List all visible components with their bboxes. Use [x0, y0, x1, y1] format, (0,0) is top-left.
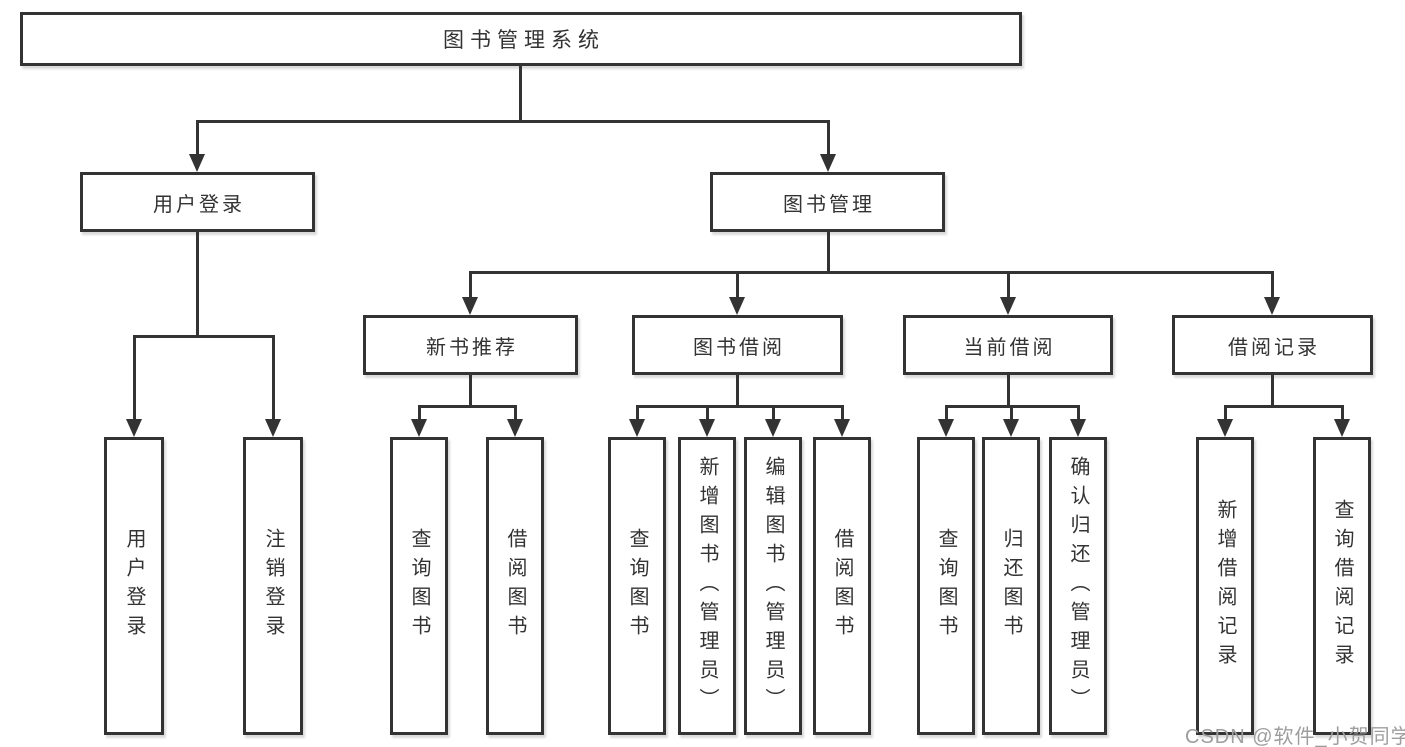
node-label: 当前借阅	[963, 336, 1056, 359]
leaf-label: 新增借阅记录	[1214, 499, 1236, 673]
connector-borrow-stub	[736, 375, 739, 407]
node-label: 借阅记录	[1228, 336, 1320, 359]
arrow-down-icon	[1217, 419, 1233, 437]
arrow-down-icon	[1070, 419, 1086, 437]
arrow-down-icon	[834, 419, 850, 437]
leaf-logout: 注销登录	[243, 437, 303, 735]
arrow-down-icon	[126, 419, 142, 437]
arrow-down-icon	[699, 419, 715, 437]
node-new-book-recommend: 新书推荐	[363, 315, 578, 375]
arrow-down-icon	[411, 419, 427, 437]
connector-drop-leaf	[1341, 405, 1344, 419]
connector-drop-leaf	[1077, 405, 1080, 419]
leaf-borrow-books: 借阅图书	[813, 437, 871, 735]
leaf-label: 借阅图书	[831, 528, 853, 644]
node-user-login: 用户登录	[80, 172, 315, 232]
connector-drop-leaf	[706, 405, 709, 419]
node-current-borrow: 当前借阅	[903, 315, 1113, 375]
connector-root-stub	[519, 65, 522, 121]
node-library-management-system: 图书管理系统	[20, 12, 1022, 66]
connector-drop-records	[1271, 271, 1274, 297]
leaf-label: 借阅图书	[504, 528, 526, 644]
leaf-query-borrow-record: 查询借阅记录	[1313, 437, 1371, 735]
arrow-down-icon	[629, 419, 645, 437]
connector-records-bus	[1224, 405, 1344, 408]
leaf-borrow-books-newrec: 借阅图书	[486, 437, 544, 735]
leaf-label: 查询借阅记录	[1331, 499, 1353, 673]
connector-drop-current	[1007, 271, 1010, 297]
arrow-down-icon	[507, 419, 523, 437]
connector-drop-leaf	[772, 405, 775, 419]
leaf-add-books-admin: 新增图书（管理员）	[678, 437, 736, 735]
node-borrow-records: 借阅记录	[1172, 315, 1373, 375]
connector-drop-book-mgmt	[827, 120, 830, 154]
connector-records-stub	[1271, 375, 1274, 407]
arrow-down-icon	[1000, 297, 1016, 315]
arrow-down-icon	[1264, 297, 1280, 315]
leaf-label: 用户登录	[123, 528, 145, 644]
node-label: 用户登录	[153, 193, 245, 216]
connector-current-stub	[1007, 375, 1010, 407]
connector-book-mgmt-stub	[827, 232, 830, 273]
leaf-user-login: 用户登录	[104, 437, 164, 735]
arrow-down-icon	[462, 297, 478, 315]
connector-drop-borrow	[736, 271, 739, 297]
connector-drop-leaf	[1224, 405, 1227, 419]
leaf-label: 注销登录	[262, 528, 284, 644]
connector-drop-leaf	[636, 405, 639, 419]
leaf-label: 查询图书	[408, 528, 430, 644]
node-book-borrow: 图书借阅	[632, 315, 843, 375]
arrow-down-icon	[265, 419, 281, 437]
connector-drop-leaf	[945, 405, 948, 419]
connector-drop-leaf	[272, 335, 275, 419]
leaf-label: 查询图书	[626, 528, 648, 644]
leaf-confirm-return-admin: 确认归还（管理员）	[1049, 437, 1107, 735]
connector-drop-leaf	[841, 405, 844, 419]
leaf-label: 编辑图书（管理员）	[762, 455, 784, 717]
leaf-add-borrow-record: 新增借阅记录	[1196, 437, 1254, 735]
connector-drop-leaf	[133, 335, 136, 419]
arrow-down-icon	[1003, 419, 1019, 437]
leaf-query-books-borrow: 查询图书	[608, 437, 666, 735]
connector-book-mgmt-bus	[469, 271, 1274, 274]
leaf-query-books-newrec: 查询图书	[390, 437, 448, 735]
connector-drop-leaf	[514, 405, 517, 419]
arrow-down-icon	[938, 419, 954, 437]
arrow-down-icon	[189, 154, 205, 172]
connector-user-login-bus	[133, 335, 275, 338]
connector-new-rec-bus	[418, 405, 517, 408]
leaf-query-books-current: 查询图书	[917, 437, 975, 735]
csdn-watermark: CSDN @软件_小贺同学	[1185, 726, 1405, 747]
leaf-label: 归还图书	[1000, 528, 1022, 644]
arrow-down-icon	[765, 419, 781, 437]
node-label: 图书借阅	[693, 336, 785, 359]
arrow-down-icon	[729, 297, 745, 315]
arrow-down-icon	[820, 154, 836, 172]
connector-drop-leaf	[1010, 405, 1013, 419]
leaf-label: 新增图书（管理员）	[696, 455, 718, 717]
connector-drop-user-login	[196, 120, 199, 154]
leaf-return-books: 归还图书	[982, 437, 1040, 735]
node-label: 新书推荐	[426, 336, 518, 359]
connector-new-rec-stub	[469, 375, 472, 407]
leaf-edit-books-admin: 编辑图书（管理员）	[744, 437, 802, 735]
node-label: 图书管理系统	[443, 29, 605, 52]
connector-drop-leaf	[418, 405, 421, 419]
node-label: 图书管理	[783, 193, 875, 216]
leaf-label: 确认归还（管理员）	[1067, 455, 1089, 717]
connector-user-login-stub	[196, 232, 199, 337]
connector-borrow-bus	[636, 405, 844, 408]
arrow-down-icon	[1334, 419, 1350, 437]
leaf-label: 查询图书	[935, 528, 957, 644]
connector-drop-new-rec	[469, 271, 472, 297]
connector-root-bus	[196, 120, 829, 123]
node-book-management: 图书管理	[710, 172, 945, 232]
